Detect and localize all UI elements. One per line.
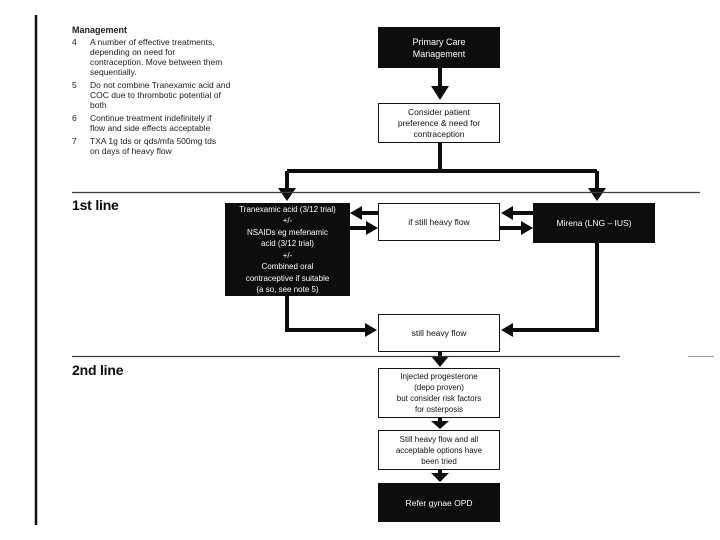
- arrowhead-left-into-stillheavy: [501, 323, 513, 337]
- management-notes: Management 4 A number of effective treat…: [72, 25, 257, 159]
- arrowhead-down-injected: [431, 356, 449, 367]
- arrowhead-down-tried: [431, 421, 449, 429]
- arrowhead-left-into-ifheavy: [501, 206, 513, 220]
- still-heavy-flow-box: still heavy flow: [378, 314, 500, 352]
- note-text: TXA 1g tds or qds/mfa 500mg tds on days …: [90, 136, 217, 156]
- note-text: Do not combine Tranexamic acid and COC d…: [90, 80, 231, 110]
- section-label-first-line: 1st line: [72, 197, 119, 213]
- management-notes-title: Management: [72, 25, 128, 35]
- note-text: A number of effective treatments, depend…: [90, 37, 223, 77]
- note-number: 7: [72, 136, 77, 146]
- injected-progesterone-box: Injected progesterone (depo proven) but …: [378, 368, 500, 418]
- connector-consider-branch: [285, 143, 599, 189]
- note-number: 5: [72, 80, 77, 90]
- note-item: 7 TXA 1g tds or qds/mfa 500mg tds on day…: [72, 136, 257, 156]
- arrowhead-down-treatment: [278, 188, 296, 201]
- section-label-second-line: 2nd line: [72, 362, 124, 378]
- arrowhead-down-consider: [431, 86, 449, 100]
- mirena-box: Mirena (LNG – IUS): [533, 203, 655, 243]
- arrowhead-right-into-mirena: [521, 221, 533, 235]
- connector-mirena-to-stillheavy: [513, 243, 599, 332]
- note-number: 4: [72, 37, 77, 47]
- note-text: Continue treatment indefinitely if flow …: [90, 113, 212, 133]
- primary-care-box: Primary Care Management: [378, 27, 500, 68]
- consider-preference-box: Consider patient preference & need for c…: [378, 103, 500, 143]
- note-item: 5 Do not combine Tranexamic acid and COC…: [72, 80, 257, 110]
- options-tried-box: Still heavy flow and all acceptable opti…: [378, 430, 500, 470]
- arrowhead-left-into-treatment: [350, 206, 362, 220]
- connector-treatment-to-stillheavy: [285, 296, 365, 332]
- arrowhead-down-refer: [431, 473, 449, 482]
- note-item: 4 A number of effective treatments, depe…: [72, 37, 257, 77]
- refer-gynae-box: Refer gynae OPD: [378, 483, 500, 522]
- note-item: 6 Continue treatment indefinitely if flo…: [72, 113, 257, 133]
- if-still-heavy-flow-box: if still heavy flow: [378, 203, 500, 241]
- arrowhead-right-into-stillheavy: [365, 323, 377, 337]
- first-line-treatment-box: Tranexamic acid (3/12 trial) +/- NSAIDs …: [225, 203, 350, 296]
- note-number: 6: [72, 113, 77, 123]
- arrowhead-right-into-ifheavy: [366, 221, 378, 235]
- arrowhead-down-mirena: [588, 188, 606, 201]
